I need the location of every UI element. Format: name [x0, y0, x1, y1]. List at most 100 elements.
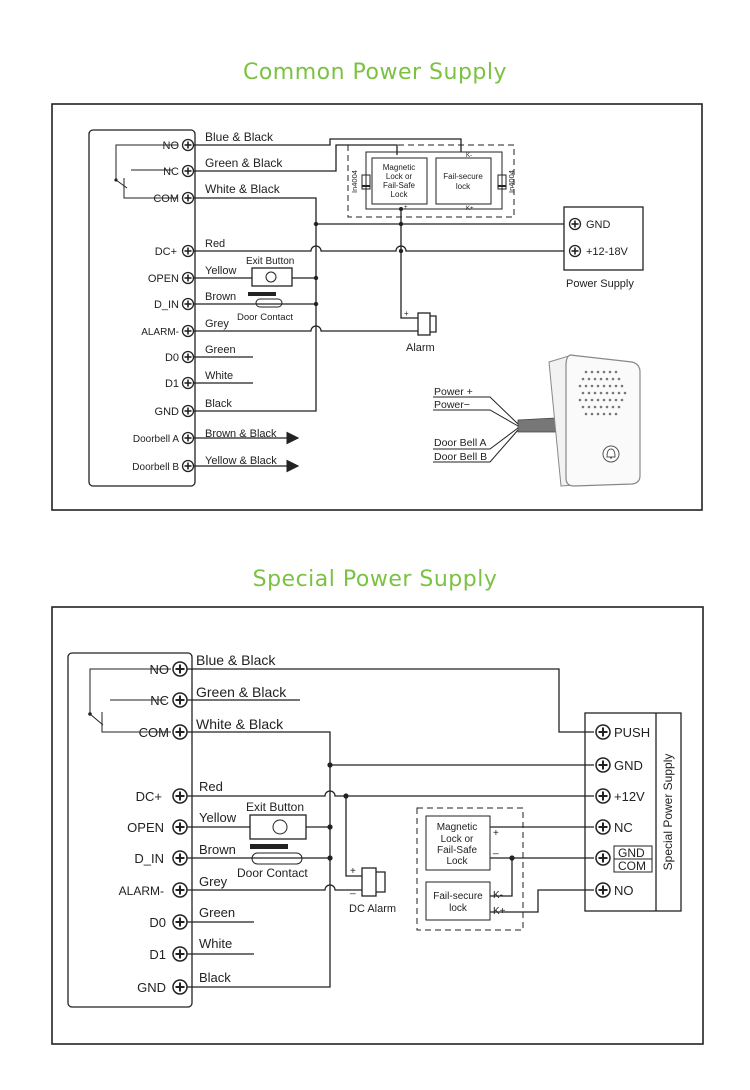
special-diagram: NO NC COM DC+ OPEN D_IN ALARM- D0 D1 GND…	[51, 606, 704, 1045]
psu-gnd-terminal	[568, 217, 582, 231]
psu-nc-label: NC	[614, 820, 633, 835]
alarm-plus-label: +	[404, 309, 409, 318]
special-terminal-d0-screw	[172, 914, 188, 930]
special-psu-v-label: +12V	[614, 789, 645, 804]
special-terminal-com-label: COM	[139, 725, 169, 740]
psu-v-terminal	[568, 244, 582, 258]
wire-doorbell-b-label: Yellow & Black	[205, 455, 277, 467]
special-terminal-gnd-label: GND	[137, 980, 166, 995]
power-supply-box	[563, 206, 644, 271]
special-terminal-no-label: NO	[150, 662, 170, 677]
common-diagram-frame	[51, 103, 703, 511]
doorbell-unit: Power + Power− Door Bell A Door Bell B	[433, 354, 641, 487]
special-wire-green-label: Green	[199, 905, 235, 920]
special-maglock-minus: _	[492, 844, 499, 855]
wire-doorbell-a-label: Brown & Black	[205, 428, 277, 440]
special-psu-gnd-terminal	[595, 757, 611, 773]
terminal-no-screw	[181, 138, 195, 152]
special-wire-yellow-label: Yellow	[199, 810, 237, 825]
special-failsecure-box	[425, 881, 491, 921]
lock-assembly	[347, 144, 515, 218]
special-psu-gnd-label: GND	[614, 758, 643, 773]
special-wire-black-label: Black	[199, 970, 231, 985]
doorbell-power-minus: Power−	[434, 399, 470, 411]
terminal-no-label: NO	[163, 140, 180, 152]
terminal-doorbell-b-label: Doorbell B	[132, 462, 179, 473]
lock-plus-label: +	[404, 205, 408, 211]
special-terminal-dcplus-label: DC+	[136, 789, 162, 804]
special-alarm-icon	[361, 867, 377, 897]
door-contact-label: Door Contact	[237, 312, 293, 323]
wire-grey	[194, 325, 418, 332]
psu-v-label: +12-18V	[586, 246, 629, 258]
terminal-alarm-label: ALARM-	[141, 327, 179, 338]
special-wire-no	[187, 668, 594, 733]
terminal-doorbell-a-label: Doorbell A	[133, 434, 179, 445]
terminal-dcplus-label: DC+	[155, 246, 177, 258]
psu-gnd-label: GND	[586, 219, 611, 231]
psu-push-terminal	[595, 724, 611, 740]
special-psu-v-terminal	[595, 788, 611, 804]
special-power-supply-box	[584, 712, 682, 912]
special-power-supply-title: Special Power Supply	[252, 567, 498, 592]
doorbell-bell-a: Door Bell A	[434, 437, 487, 449]
wire-red	[194, 245, 564, 252]
special-wire-k-minus	[490, 858, 513, 897]
special-terminal-din-screw	[172, 850, 188, 866]
terminal-d0-label: D0	[165, 352, 179, 364]
special-wire-grey-label: Grey	[199, 874, 228, 889]
special-terminal-no-screw	[172, 661, 188, 677]
special-wire-white-label: White	[199, 936, 232, 951]
doorbell-power-plus: Power +	[434, 386, 473, 398]
terminal-gnd-label: GND	[155, 406, 180, 418]
special-lock-assembly	[416, 807, 524, 931]
failsecure-line-1: Fail-secure	[443, 172, 483, 181]
terminal-gnd-screw	[181, 404, 195, 418]
special-psu-caption: Special Power Supply	[661, 754, 675, 871]
psu-no-terminal	[595, 882, 611, 898]
terminal-nc-screw	[181, 164, 195, 178]
terminal-alarm-screw	[181, 324, 195, 338]
fail-secure-lock-box	[435, 157, 492, 205]
door-contact-icon	[255, 298, 283, 308]
special-maglock-line-1: Magnetic	[437, 822, 478, 833]
door-contact-magnet	[248, 292, 276, 296]
alarm-icon	[417, 312, 431, 336]
terminal-din-label: D_IN	[154, 299, 179, 311]
exit-button-label: Exit Button	[246, 256, 294, 267]
special-terminal-open-screw	[172, 819, 188, 835]
special-alarm-minus-label: _	[349, 884, 356, 895]
terminal-dcplus-screw	[181, 244, 195, 258]
k-plus-label: K+	[466, 206, 474, 212]
terminal-nc-label: NC	[163, 166, 179, 178]
terminal-din-screw	[181, 297, 195, 311]
wire-lock-to-alarm	[400, 209, 418, 319]
psu-push-label: PUSH	[614, 725, 650, 740]
doorbell-bell-b: Door Bell B	[434, 451, 487, 463]
psu-gndcom-terminal	[595, 850, 611, 866]
terminal-com-screw	[181, 191, 195, 205]
wire-nc	[194, 144, 398, 172]
special-terminal-din-label: D_IN	[134, 851, 164, 866]
wire-brown-label: Brown	[205, 291, 236, 303]
special-terminal-alarm-screw	[172, 882, 188, 898]
special-wire-nc-label: Green & Black	[196, 684, 287, 700]
psu-nc-terminal	[595, 819, 611, 835]
special-terminal-open-label: OPEN	[127, 820, 164, 835]
doorbell-speaker-grille	[578, 370, 627, 416]
special-alarm-label: DC Alarm	[349, 903, 396, 915]
wire-nc-label: Green & Black	[205, 156, 283, 170]
special-controller-block	[67, 652, 193, 1008]
special-wire-no-label: Blue & Black	[196, 652, 276, 668]
special-failsecure-line-1: Fail-secure	[433, 891, 483, 902]
psu-caption: Power Supply	[566, 278, 634, 290]
terminal-doorbell-a-screw	[181, 431, 195, 445]
special-terminal-d1-screw	[172, 946, 188, 962]
terminal-d1-label: D1	[165, 378, 179, 390]
special-wire-grey	[187, 884, 362, 891]
wire-yellow-label: Yellow	[205, 265, 236, 277]
special-terminal-com-screw	[172, 724, 188, 740]
failsecure-line-2: lock	[456, 182, 471, 191]
exit-button-icon	[251, 267, 293, 287]
